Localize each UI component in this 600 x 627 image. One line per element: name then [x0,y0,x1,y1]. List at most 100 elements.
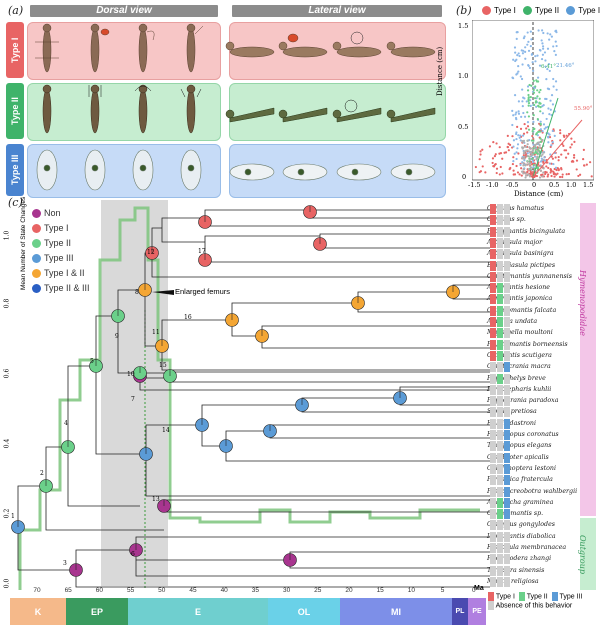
scatter-point [539,120,542,123]
scatter-point [532,163,535,167]
matrix-cell [497,576,503,587]
scatter-point [494,153,497,156]
scatter-point [523,150,526,153]
matrix-cell [490,260,496,271]
scatter-point [517,152,520,155]
scatter-point [547,107,550,110]
scatter-point [539,160,543,163]
tree-legend-type-i-ii: Type I & II [32,266,90,281]
scatter-point [565,173,568,176]
scatter-point [547,136,550,139]
scatter-point [514,51,517,54]
taxon-label: Pseudocreobotra wahlbergii [487,487,578,495]
scatter-point [538,141,541,144]
taxon-label: Sibylla pretiosa [487,408,537,416]
node-number: 10 [127,371,135,378]
scatter-point [522,172,525,175]
node-number: 5 [90,358,94,365]
scatter-point [522,49,525,52]
scatter-point [563,149,566,152]
taxon-label: Majangella moultoni [487,329,553,337]
scatter-point [541,42,544,45]
scatter-point [557,159,560,162]
matrix-cell [497,249,503,260]
matrix-cell [490,418,496,429]
scatter-point [517,112,521,115]
scatter-point [524,57,527,60]
scatter-point [532,91,536,94]
scatter-point [545,78,548,81]
matrix-cell [497,384,503,395]
taxon-label: Citharomantis falcata [487,306,557,314]
matrix-cell [490,452,496,463]
scatter-point [536,134,539,137]
node-number: 1 [11,513,15,520]
node-number: 14 [162,427,170,434]
scatter-point [532,166,535,169]
scatter-point [555,168,558,172]
scatter-point [539,110,542,113]
matrix-cell [497,543,503,553]
matrix-cell [504,317,510,327]
node-number: 6 [131,551,135,558]
panel-c-label: (c) [8,196,23,209]
scatter-legend-type-ii: Type II [535,6,560,15]
time-tick: 15 [376,587,384,594]
scatter-point [552,77,555,81]
scatter-point [511,76,514,79]
scatter-point [528,150,531,153]
scatter-point [545,117,548,121]
scatter-point [562,134,565,137]
taxon-label: Mantis religiosa [487,577,539,585]
scatter-point [532,88,535,91]
scatter-point [512,58,515,61]
scatter-point [585,163,588,166]
scatter-point [524,145,528,148]
scatter-point [498,146,501,149]
matrix-cell [490,362,496,373]
epoch-k: K [10,598,66,625]
scatter-point [554,40,557,43]
matrix-legend-t1-swatch [488,592,494,601]
scatter-point [523,122,526,126]
taxon-label: Tenodera sinensis [487,566,545,574]
scatter-point [511,123,514,127]
scatter-point [526,139,529,142]
matrix-cell [497,215,503,226]
scatter-point [516,171,520,174]
tree-legend-type-i: Type I [32,221,90,236]
matrix-legend-absent: Absence of this behavior [495,602,573,610]
scatter-point [504,151,508,154]
matrix-cell [497,294,503,305]
scatter-xtick: 1.0 [566,181,577,189]
scatter-point [538,97,541,100]
scatter-point [557,169,560,172]
family-label-outgroup: Outgroup [578,535,587,574]
scatter-point [526,149,529,152]
scatter-point [541,153,544,156]
scatter-ytick: 1.0 [458,72,469,80]
scatter-point [545,165,548,168]
scatter-point [553,175,556,178]
scatter-point [515,111,518,114]
matrix-cell [497,430,503,440]
matrix-cell [497,271,503,282]
matrix-cell [490,384,496,395]
matrix-cell [504,509,510,520]
taxon-label: Acromantis japonica [487,295,553,303]
mantis-illustrations [35,23,436,191]
node-number: 8 [135,289,139,296]
matrix-cell [497,418,503,429]
time-tick: 35 [251,587,260,594]
matrix-cell [497,362,503,373]
scatter-point [491,157,495,160]
taxon-label: Helvia dastroni [487,419,536,427]
matrix-cell [504,497,510,508]
scatter-point [521,52,525,55]
matrix-cell [504,237,510,248]
scatter-ytick: 1.5 [458,22,469,30]
matrix-cell [504,215,510,226]
scatter-point [570,143,573,146]
scatter-point [526,154,529,157]
scatter-point [517,65,520,68]
